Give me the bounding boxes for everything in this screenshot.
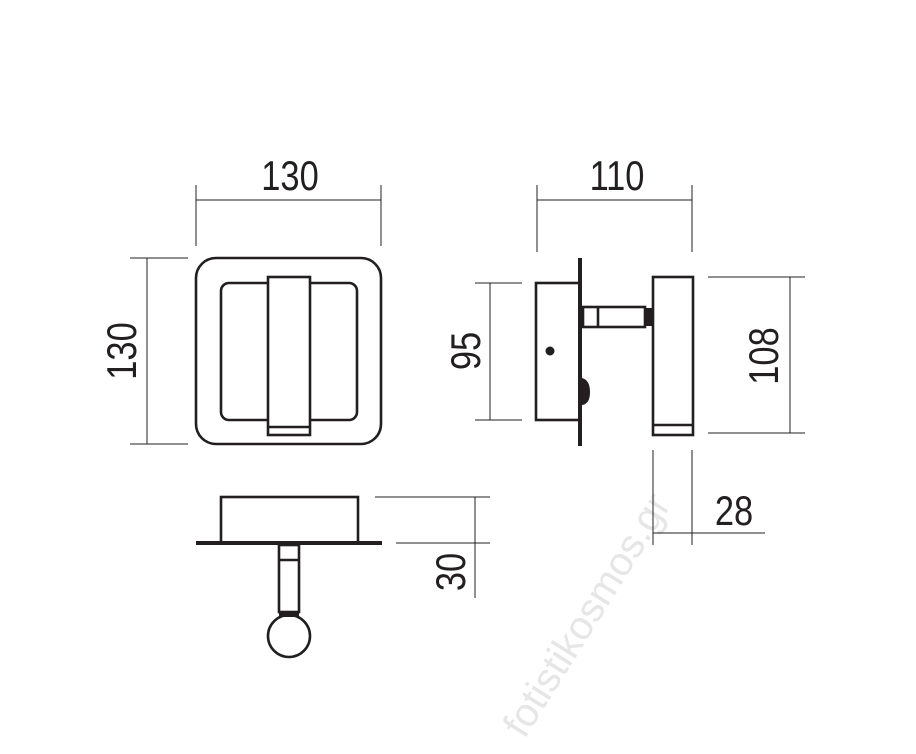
screw-icon <box>545 346 555 356</box>
dim-front-width: 130 <box>195 153 382 246</box>
front-view <box>194 256 383 446</box>
bottom-box <box>219 495 360 545</box>
dim-label-base-depth: 30 <box>428 553 475 591</box>
dim-label-head-depth: 28 <box>715 488 753 535</box>
dim-head-depth: 28 <box>652 450 765 545</box>
dim-label-front-height: 130 <box>99 322 146 379</box>
bottom-ball <box>266 613 312 659</box>
side-head <box>651 275 695 437</box>
watermark: fotistikosmos.gr <box>495 486 680 745</box>
side-joint <box>645 308 653 326</box>
bottom-stem <box>277 543 301 614</box>
dim-front-height: 130 <box>99 257 188 445</box>
dim-label-front-width: 130 <box>261 153 318 200</box>
front-strip <box>266 275 312 437</box>
dim-base-depth: 30 <box>375 496 490 598</box>
front-outer-frame <box>194 256 383 446</box>
bottom-view <box>196 495 382 659</box>
switch-icon <box>582 378 590 405</box>
side-wallbox <box>534 281 582 422</box>
dim-label-head-height: 108 <box>741 327 788 384</box>
dim-head-height: 108 <box>708 276 805 434</box>
dim-wallbox-height: 95 <box>443 282 522 421</box>
side-arm <box>581 305 647 329</box>
dim-side-width: 110 <box>536 153 693 252</box>
dim-label-side-width: 110 <box>590 153 645 200</box>
side-view <box>534 258 695 446</box>
dim-label-wallbox-height: 95 <box>443 332 490 370</box>
